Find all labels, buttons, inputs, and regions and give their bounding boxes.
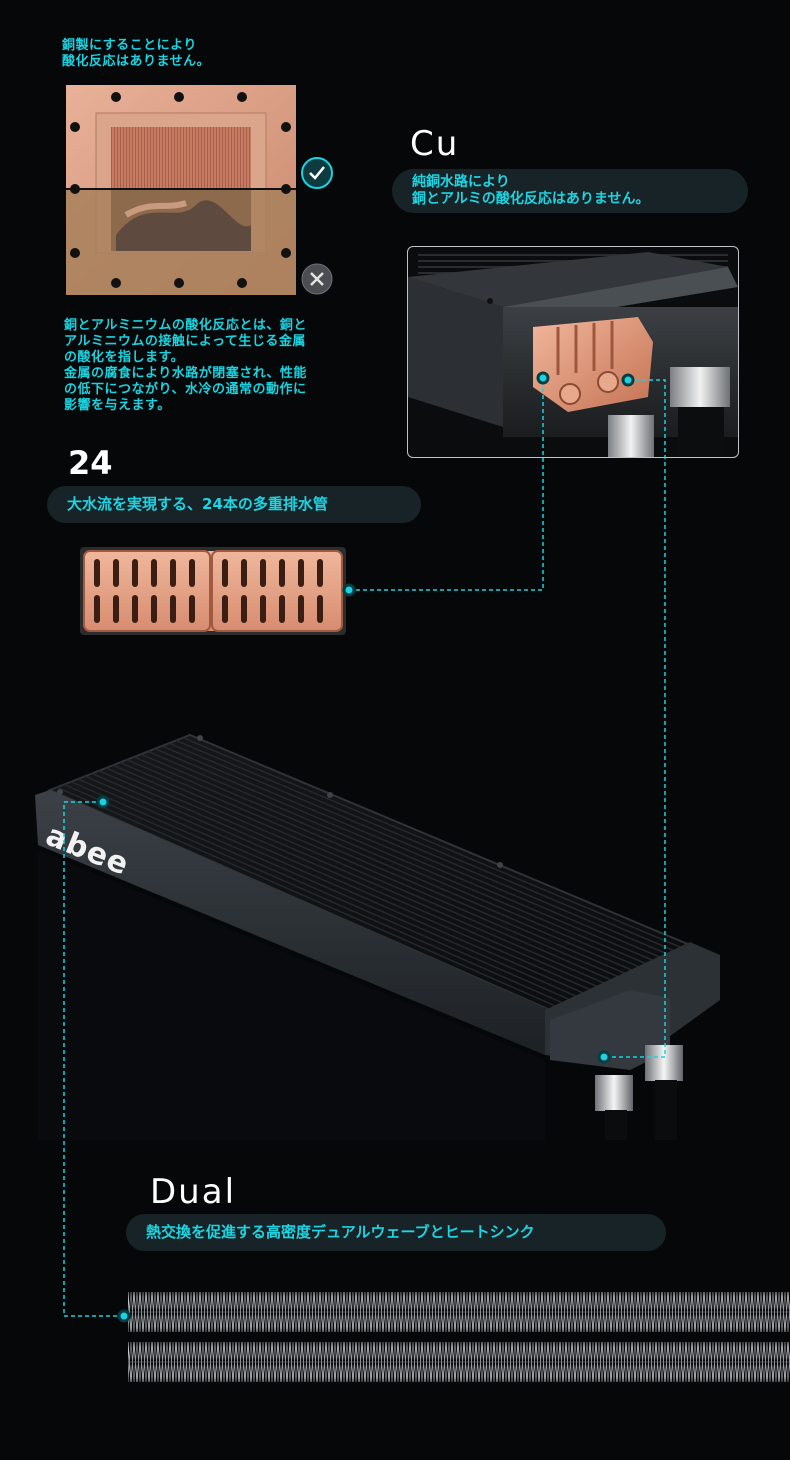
- oxidation-note-line6: 影響を与えます。: [64, 398, 171, 413]
- top-note: 銅製にすることにより 酸化反応はありません。: [62, 38, 210, 70]
- cu-heading: Cu: [410, 124, 460, 164]
- oxidation-note-line4: 金属の腐食により水路が閉塞され、性能: [64, 366, 307, 381]
- tubes-pill: 大水流を実現する、24本の多重排水管: [47, 486, 421, 523]
- tubes-heading: 24: [68, 444, 113, 482]
- cross-circle-icon: [300, 262, 334, 296]
- dual-pill: 熱交換を促進する高密度デュアルウェーブとヒートシンク: [126, 1214, 666, 1251]
- copper-channel-closeup-image: [407, 246, 739, 458]
- oxidation-note-line2: アルミニウムの接触によって生じる金属: [64, 334, 306, 349]
- oxidation-note-line5: の低下につながり、水冷の通常の動作に: [64, 382, 307, 397]
- top-note-line2: 酸化反応はありません。: [62, 54, 211, 69]
- radiator-product-image: [30, 720, 730, 1140]
- oxidation-note-line3: の酸化を指します。: [64, 350, 185, 365]
- cu-pill-line2: 銅とアルミの酸化反応はありません。: [412, 191, 650, 207]
- dual-wave-fin-image: [128, 1288, 790, 1388]
- copper-tubes-crosssection-image: [80, 547, 346, 635]
- dual-heading: Dual: [150, 1172, 237, 1212]
- cu-pill: 純銅水路により 銅とアルミの酸化反応はありません。: [392, 169, 748, 213]
- oxidation-note-line1: 銅とアルミニウムの酸化反応とは、銅と: [64, 318, 307, 333]
- copper-plate-comparison-image: [66, 85, 296, 295]
- top-note-line1: 銅製にすることにより: [62, 38, 197, 53]
- cu-pill-line1: 純銅水路により: [412, 174, 510, 190]
- check-circle-icon: [300, 156, 334, 190]
- oxidation-note: 銅とアルミニウムの酸化反応とは、銅と アルミニウムの接触によって生じる金属 の酸…: [64, 318, 394, 414]
